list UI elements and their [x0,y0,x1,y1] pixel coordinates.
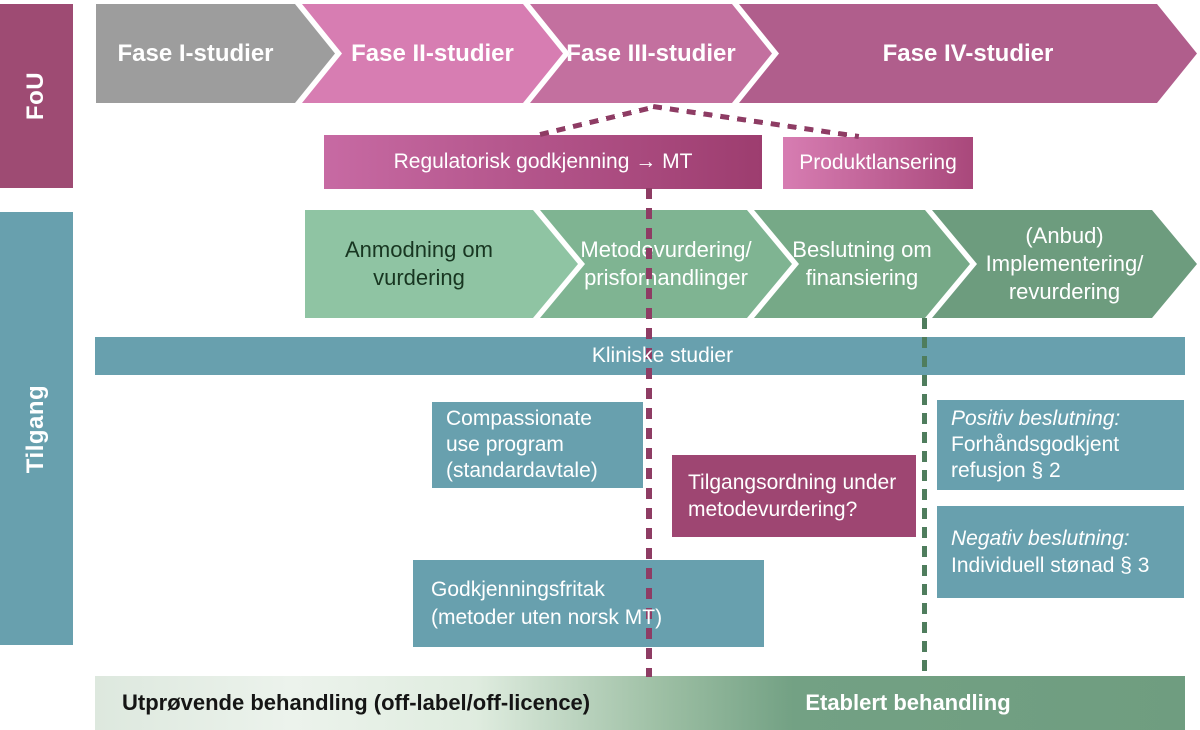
access-during-hta-box: Tilgangsordning under metodevurdering? [672,455,916,537]
experimental-treatment-label: Utprøvende behandling (off-label/off-lic… [122,690,591,715]
access-step-arrow-1: Anmodning om vurdering [305,210,578,318]
established-treatment-label: Etablert behandling [805,690,1011,715]
phase-arrow-fase-3: Fase III-studier [530,4,772,103]
access-during-hta-line2: metodevurdering? [688,498,858,521]
phase-arrow-fase-2: Fase II-studier [302,4,563,103]
exemption-line1: Godkjenningsfritak [431,577,605,601]
access-step-2-label: Metodevurdering/ prisforhandlinger [580,236,751,292]
phase-arrow-fase-4: Fase IV-studier [739,4,1197,103]
exemption-line2: (metoder uten norsk MT) [431,605,663,629]
approval-connector-dashed-line-right [652,104,860,139]
fou-section-bar: FoU [0,4,73,188]
phase-arrow-fase-3-label: Fase III-studier [566,39,736,67]
access-step-4-label: (Anbud) Implementering/ revurdering [986,222,1144,306]
compassionate-use-box: Compassionate use program (standardavtal… [432,402,643,488]
access-step-4-line2: Implementering/ [985,251,1144,276]
approval-connector-dashed-line-left [539,104,656,137]
access-step-2-line2: prisforhandlinger [584,265,748,290]
access-step-arrow-3: Beslutning om finansiering [754,210,970,318]
access-during-hta-line1: Tilgangsordning under [688,471,897,494]
clinical-studies-bar: Kliniske studier [95,337,1185,375]
negative-decision-box: Negativ beslutning: Individuell stønad §… [937,506,1184,598]
phase-arrow-fase-4-label: Fase IV-studier [882,39,1054,67]
access-step-2-line1: Metodevurdering/ [580,237,752,262]
access-step-3-label: Beslutning om finansiering [792,236,931,292]
access-step-3-line1: Beslutning om [792,237,932,262]
phase-arrow-fase-1: Fase I-studier [96,4,335,103]
financing-decision-dashed-timeline [922,318,927,677]
positive-decision-box: Positiv beslutning: Forhåndsgodkjent ref… [937,400,1184,490]
mt-approval-dashed-timeline [646,188,652,677]
fou-section-label: FoU [22,71,50,121]
product-launch-label: Produktlansering [799,151,957,174]
compassionate-use-line2: use program [446,433,564,456]
regulatory-approval-label: Regulatorisk godkjenning → MT [393,150,693,173]
negative-decision-title: Negativ beslutning: [951,527,1130,550]
bottom-treatment-bar: Utprøvende behandling (off-label/off-lic… [95,676,1185,730]
clinical-studies-label: Kliniske studier [591,344,734,367]
tilgang-section-bar: Tilgang [0,212,73,645]
tilgang-section-label: Tilgang [22,384,50,473]
compassionate-use-line1: Compassionate [446,407,592,430]
access-step-4-line1: (Anbud) [1025,223,1104,248]
access-step-1-label: Anmodning om vurdering [345,236,493,292]
product-launch-box: Produktlansering [783,137,973,189]
positive-decision-line2: refusjon § 2 [951,459,1061,482]
phase-arrow-fase-2-label: Fase II-studier [351,39,514,67]
access-step-1-line2: vurdering [373,265,465,290]
positive-decision-title: Positiv beslutning: [951,407,1121,430]
access-step-1-line1: Anmodning om [345,237,493,262]
exemption-box: Godkjenningsfritak (metoder uten norsk M… [413,560,764,647]
compassionate-use-line3: (standardavtale) [446,459,598,482]
access-step-arrow-4: (Anbud) Implementering/ revurdering [932,210,1197,318]
negative-decision-line1: Individuell stønad § 3 [951,554,1150,577]
positive-decision-line1: Forhåndsgodkjent [951,433,1120,456]
access-step-3-line2: finansiering [805,265,919,290]
access-step-4-line3: revurdering [1008,279,1121,304]
phase-arrow-fase-1-label: Fase I-studier [117,39,274,67]
regulatory-approval-box: Regulatorisk godkjenning → MT [324,135,762,189]
